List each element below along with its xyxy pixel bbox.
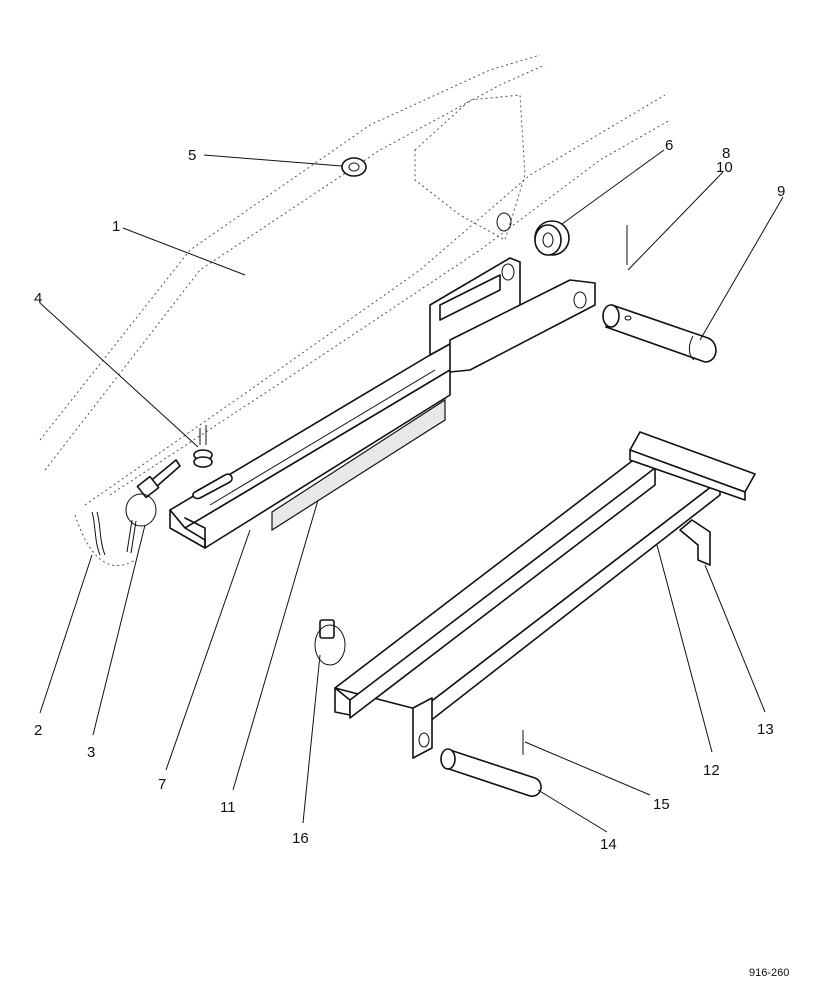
callout-1: 1 xyxy=(112,218,120,235)
leader-lines xyxy=(39,149,784,833)
callout-labels: 1 2 3 4 5 6 7 8 9 10 11 12 13 14 15 16 xyxy=(34,137,785,853)
boom-arm xyxy=(39,54,671,567)
callout-10: 10 xyxy=(716,159,733,176)
chain-2 xyxy=(91,511,106,556)
callout-13: 13 xyxy=(757,721,774,738)
pivot-pin-9 xyxy=(602,304,717,363)
callout-11: 11 xyxy=(220,799,236,816)
callout-14: 14 xyxy=(600,836,617,853)
callout-3: 3 xyxy=(87,744,95,761)
drawing-reference: 916-260 xyxy=(749,967,789,979)
callout-8: 8 xyxy=(722,145,730,162)
plunger-4 xyxy=(193,425,213,468)
callout-6: 6 xyxy=(665,137,673,154)
extension-tray-12 xyxy=(334,431,756,759)
callout-12: 12 xyxy=(703,762,720,779)
washer-5 xyxy=(341,157,367,177)
callout-9: 9 xyxy=(777,183,785,200)
spacer-washer-6 xyxy=(534,220,570,256)
pin-14 xyxy=(440,748,542,797)
warning-decal-11 xyxy=(271,398,446,532)
callout-15: 15 xyxy=(653,796,670,813)
callout-7: 7 xyxy=(158,776,166,793)
callout-4: 4 xyxy=(34,290,42,307)
callout-16: 16 xyxy=(292,830,309,847)
bracket-13 xyxy=(679,519,711,566)
lynch-pin-16 xyxy=(314,619,346,666)
callout-5: 5 xyxy=(188,147,196,164)
extension-arm-7 xyxy=(169,257,596,549)
callout-2: 2 xyxy=(34,722,42,739)
lynch-pin-3 xyxy=(125,459,181,554)
